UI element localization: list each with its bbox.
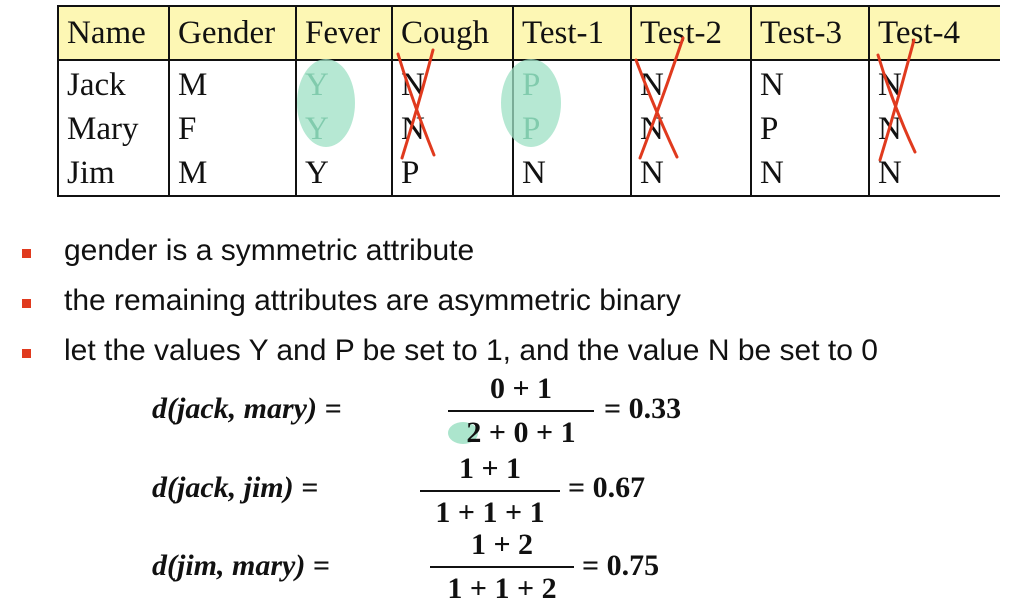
header-cough: Cough — [391, 5, 513, 61]
formula-lhs: d(jack, mary) = — [152, 392, 342, 425]
formula-lhs: d(jack, jim) = — [152, 471, 319, 504]
formula-fraction: 1 + 1 1 + 1 + 1 — [420, 452, 560, 530]
formula-numerator: 1 + 1 — [458, 452, 522, 485]
attribute-table: Name Gender Fever Cough Test-1 Test-2 Te… — [57, 5, 1000, 197]
table-cell: M — [168, 60, 296, 107]
formula-fraction: 0 + 1 2 + 0 + 1 — [448, 372, 594, 450]
formula-denominator: 1 + 1 + 1 — [435, 496, 545, 529]
header-fever: Fever — [295, 5, 392, 61]
list-item: gender is a symmetric attribute — [22, 228, 878, 278]
table-cell: P — [750, 107, 869, 151]
formula-result: = 0.75 — [582, 549, 660, 582]
header-gender: Gender — [168, 5, 296, 61]
table-cell: F — [168, 107, 296, 151]
header-test-3: Test-3 — [750, 5, 869, 61]
table-cell: N — [868, 60, 1000, 107]
table-cell: P — [512, 107, 631, 151]
bullet-text: the remaining attributes are asymmetric … — [64, 284, 681, 317]
table-cell: N — [391, 60, 513, 107]
table-row: Mary F Y N P N P N — [57, 107, 1000, 151]
fraction-bar — [420, 490, 560, 492]
table-cell: P — [512, 60, 631, 107]
formula-numerator: 1 + 2 — [470, 528, 534, 561]
bullet-text: let the values Y and P be set to 1, and … — [64, 334, 878, 367]
table-cell: Jack — [57, 60, 169, 107]
header-test-4: Test-4 — [868, 5, 1000, 61]
bullet-list: gender is a symmetric attribute the rema… — [22, 228, 878, 378]
fraction-bar — [430, 566, 574, 568]
table-cell: N — [630, 107, 751, 151]
table-cell: N — [750, 151, 869, 197]
header-test-1: Test-1 — [512, 5, 631, 61]
bullet-square-icon — [22, 299, 31, 308]
fraction-bar — [448, 410, 594, 412]
table-row: Jack M Y N P N N N — [57, 60, 1000, 107]
bullet-text: gender is a symmetric attribute — [64, 234, 475, 267]
bullet-square-icon — [22, 349, 31, 358]
bullet-square-icon — [22, 249, 31, 258]
list-item: the remaining attributes are asymmetric … — [22, 278, 878, 328]
table-cell: N — [391, 107, 513, 151]
table-cell: N — [512, 151, 631, 197]
table-cell: Jim — [57, 151, 169, 197]
table-cell: Y — [295, 107, 392, 151]
table-header-row: Name Gender Fever Cough Test-1 Test-2 Te… — [57, 5, 1000, 61]
formula-numerator: 0 + 1 — [489, 372, 553, 405]
list-item: let the values Y and P be set to 1, and … — [22, 328, 878, 378]
table-cell: M — [168, 151, 296, 197]
formula-result: = 0.67 — [568, 471, 646, 504]
table-cell: P — [391, 151, 513, 197]
formula-fraction: 1 + 2 1 + 1 + 2 — [430, 528, 574, 606]
table-cell: N — [750, 60, 869, 107]
table-cell: N — [630, 151, 751, 197]
table-cell: N — [868, 151, 1000, 197]
formula-denominator: 2 + 0 + 1 — [466, 416, 576, 449]
formula-denominator: 1 + 1 + 2 — [447, 572, 557, 605]
table-row: Jim M Y P N N N N — [57, 151, 1000, 197]
formula-result: = 0.33 — [604, 392, 682, 425]
header-test-2: Test-2 — [630, 5, 751, 61]
table-cell: Mary — [57, 107, 169, 151]
header-name: Name — [57, 5, 169, 61]
table-cell: Y — [295, 151, 392, 197]
table-cell: Y — [295, 60, 392, 107]
table-cell: N — [868, 107, 1000, 151]
table-cell: N — [630, 60, 751, 107]
formula-lhs: d(jim, mary) = — [152, 549, 330, 582]
